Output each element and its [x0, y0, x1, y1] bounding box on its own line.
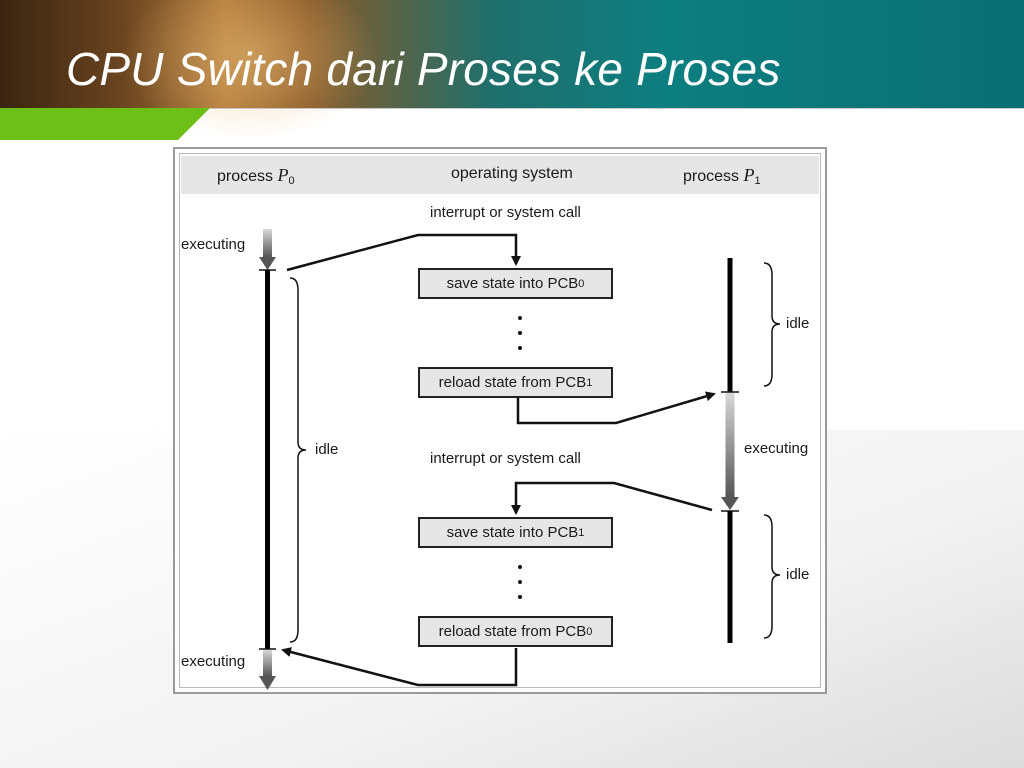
p0-executing-label-top: executing	[181, 236, 246, 253]
p0-executing-arrow-top	[259, 229, 276, 270]
column-header-process-p0: process P0	[217, 165, 295, 187]
title-banner	[0, 0, 1024, 140]
p1-idle-label-top: idle	[786, 315, 810, 332]
p1-idle-label-bottom: idle	[786, 566, 810, 583]
p1-executing-arrow	[721, 393, 739, 510]
p1-idle-brace-top	[763, 262, 781, 387]
ellipsis-dots-1	[518, 316, 522, 350]
column-header-operating-system: operating system	[451, 165, 573, 182]
arrow-p0-to-os	[286, 233, 521, 272]
p1-executing-label: executing	[744, 440, 809, 457]
diagram-header-band	[181, 156, 819, 194]
p0-idle-brace	[289, 277, 307, 643]
ellipsis-dots-2	[518, 565, 522, 599]
p0-executing-arrow-bottom	[259, 650, 276, 690]
arrow-p1-to-os	[511, 481, 713, 515]
interrupt-label-2: interrupt or system call	[430, 450, 581, 467]
arrow-os-to-p1	[516, 391, 716, 425]
arrow-os-to-p0	[281, 647, 518, 687]
column-header-process-p1: process P1	[683, 165, 761, 187]
p0-idle-label: idle	[315, 441, 339, 458]
accent-stripe	[0, 108, 1024, 140]
p0-executing-label-bottom: executing	[181, 653, 246, 670]
slide-title: CPU Switch dari Proses ke Proses	[66, 43, 781, 95]
diagram-frame	[173, 147, 827, 694]
p1-idle-brace-bottom	[763, 514, 781, 639]
interrupt-label-1: interrupt or system call	[430, 204, 581, 221]
